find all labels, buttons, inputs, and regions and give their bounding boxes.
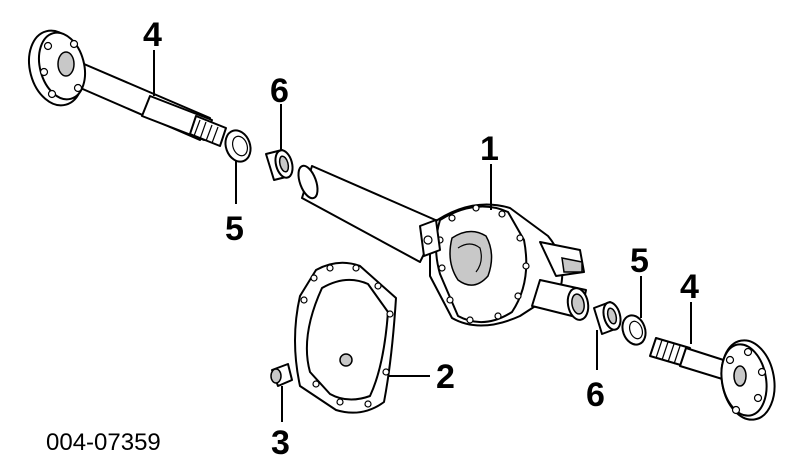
callout-seal-left: 5 (225, 210, 244, 248)
bearing-left (265, 149, 294, 181)
fill-plug (270, 363, 293, 387)
callout-axle-housing: 1 (480, 130, 499, 168)
axle-shaft-left (28, 29, 227, 147)
callout-seal-right: 5 (630, 242, 649, 280)
bearing-right (593, 301, 622, 335)
differential-cover (294, 261, 397, 414)
callout-axle-shaft-left: 4 (143, 16, 162, 54)
seal-right (621, 314, 647, 346)
callout-cover: 2 (436, 358, 455, 396)
callout-plug: 3 (271, 424, 290, 462)
callout-bearing-right: 6 (586, 376, 605, 414)
figure-id: 004-07359 (46, 429, 161, 456)
axle-housing (297, 164, 590, 327)
seal-left (224, 129, 252, 163)
callout-bearing-left: 6 (270, 72, 289, 110)
axle-shaft-right (649, 337, 776, 421)
callout-axle-shaft-right: 4 (680, 268, 699, 306)
